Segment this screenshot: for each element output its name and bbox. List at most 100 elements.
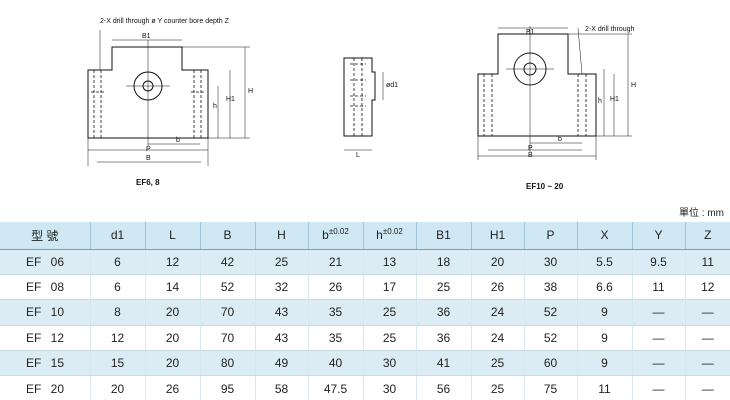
table-cell: 43: [255, 299, 309, 326]
table-cell: 25: [471, 375, 525, 400]
table-cell: 20: [145, 299, 201, 326]
table-cell: 49: [255, 350, 309, 377]
model-cell: EF 08: [0, 274, 91, 301]
column-header-label: d1: [110, 228, 125, 243]
table-cell: 56: [416, 375, 472, 400]
table-cell: 30: [363, 350, 417, 377]
table-cell: —: [632, 375, 686, 400]
left-label-p: P: [146, 146, 151, 153]
table-cell: 6: [90, 249, 146, 275]
right-block-outline: [477, 33, 597, 137]
column-header-label: L: [169, 228, 176, 243]
table-cell: 12: [145, 249, 201, 275]
left-caption: EF6, 8: [136, 178, 160, 187]
table-cell: 75: [524, 375, 578, 400]
table-cell: 20: [471, 249, 525, 275]
table-cell: —: [632, 350, 686, 377]
table-cell: —: [632, 299, 686, 326]
table-cell: —: [685, 299, 730, 326]
right-label-b1: B1: [526, 29, 535, 36]
unit-label: 單位 : mm: [679, 208, 724, 219]
drawing-svg: [87, 26, 632, 166]
table-cell: 52: [200, 274, 256, 301]
table-cell: 30: [524, 249, 578, 275]
middle-block-outline: [343, 57, 376, 137]
table-cell: —: [685, 325, 730, 352]
column-header: B1: [416, 222, 472, 250]
table-cell: 26: [308, 274, 364, 301]
column-header-label: Y: [654, 228, 663, 243]
column-header: b±0.02: [308, 222, 364, 250]
right-label-p: P: [528, 145, 533, 152]
table-cell: 40: [308, 350, 364, 377]
column-header: 型 號: [0, 222, 91, 250]
left-label-small-h: h: [213, 103, 217, 110]
column-header: X: [577, 222, 633, 250]
left-label-big-b: B: [146, 155, 151, 162]
table-cell: 41: [416, 350, 472, 377]
table-cell: 20: [90, 375, 146, 400]
table-cell: 6: [90, 274, 146, 301]
table-cell: 95: [200, 375, 256, 400]
table-cell: 36: [416, 325, 472, 352]
table-cell: 36: [416, 299, 472, 326]
table-cell: 5.5: [577, 249, 633, 275]
right-label-small-h: h: [598, 98, 602, 105]
table-cell: 80: [200, 350, 256, 377]
column-header-label: h: [376, 228, 383, 243]
model-cell: EF 15: [0, 350, 91, 377]
column-header: H1: [471, 222, 525, 250]
table-cell: 43: [255, 325, 309, 352]
right-label-b: b: [558, 136, 562, 143]
right-caption: EF10 ~ 20: [526, 182, 564, 191]
left-block-outline: [87, 46, 209, 139]
left-drill-note: 2-X drill through ø Y counter bore depth…: [100, 18, 229, 25]
table-cell: 25: [363, 299, 417, 326]
table-cell: 13: [363, 249, 417, 275]
table-cell: 47.5: [308, 375, 364, 400]
column-header: P: [524, 222, 578, 250]
table-cell: 11: [632, 274, 686, 301]
table-cell: 52: [524, 325, 578, 352]
column-header: h±0.02: [363, 222, 417, 250]
left-label-h1: H1: [226, 96, 235, 103]
technical-drawings: 2-X drill through ø Y counter bore depth…: [87, 18, 636, 191]
column-header: H: [255, 222, 309, 250]
table-cell: 70: [200, 299, 256, 326]
table-cell: 24: [471, 325, 525, 352]
table-cell: 12: [90, 325, 146, 352]
table-cell: 38: [524, 274, 578, 301]
table-cell: 9.5: [632, 249, 686, 275]
column-header-label: X: [600, 228, 609, 243]
column-header-label: H: [277, 228, 286, 243]
table-cell: 35: [308, 299, 364, 326]
table-cell: 18: [416, 249, 472, 275]
table-cell: 26: [145, 375, 201, 400]
column-header: d1: [90, 222, 146, 250]
table-cell: 12: [685, 274, 730, 301]
table-cell: 6.6: [577, 274, 633, 301]
table-cell: 25: [363, 325, 417, 352]
table-cell: 58: [255, 375, 309, 400]
table-cell: 17: [363, 274, 417, 301]
table-cell: 60: [524, 350, 578, 377]
right-drill-note: 2-X drill through: [585, 26, 635, 33]
column-header-label: P: [546, 228, 555, 243]
column-header-tolerance: ±0.02: [382, 227, 403, 237]
table-cell: 35: [308, 325, 364, 352]
table-cell: 9: [577, 299, 633, 326]
column-header-label: B1: [436, 228, 451, 243]
column-header: L: [145, 222, 201, 250]
left-label-b: b: [176, 137, 180, 144]
table-cell: 11: [685, 249, 730, 275]
middle-label-l: L: [356, 152, 360, 159]
table-cell: 9: [577, 325, 633, 352]
left-label-h: H: [248, 88, 254, 95]
